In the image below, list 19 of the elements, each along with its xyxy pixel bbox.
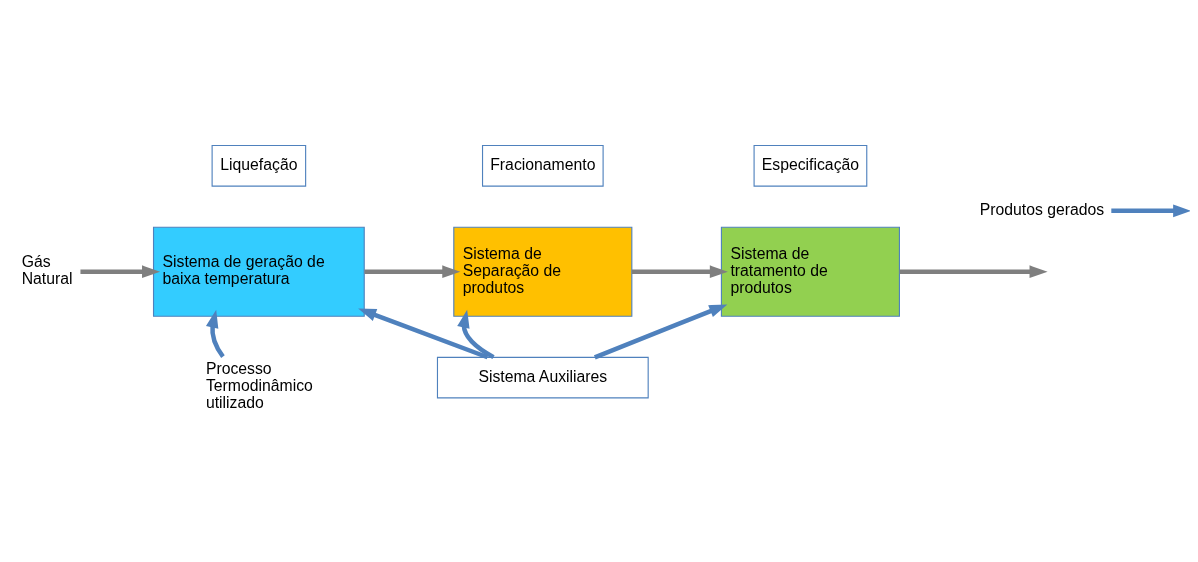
- arrow: [631, 265, 728, 279]
- arrow: [80, 265, 161, 279]
- arrow: [593, 304, 728, 360]
- node-text: Produtos gerados: [979, 201, 1105, 219]
- arrow: [899, 265, 1048, 279]
- arrow: [1111, 204, 1190, 218]
- node-box: Liquefação: [211, 144, 307, 187]
- arrow: [364, 265, 461, 279]
- node-box: Sistema de Separação de produtos: [453, 226, 633, 317]
- arrow: [206, 309, 225, 358]
- arrow: [358, 308, 489, 360]
- node-box: Especificação: [753, 144, 868, 187]
- node-box: Sistema Auxiliares: [436, 356, 649, 399]
- node-box: Sistema de geração de baixa temperatura: [152, 226, 365, 317]
- arrow: [457, 309, 495, 360]
- node-text: Gás Natural: [21, 253, 73, 288]
- node-box: Fracionamento: [481, 144, 604, 187]
- node-text: Processo Termodinâmico utilizado: [205, 359, 313, 411]
- node-box: Sistema de tratamento de produtos: [720, 226, 900, 317]
